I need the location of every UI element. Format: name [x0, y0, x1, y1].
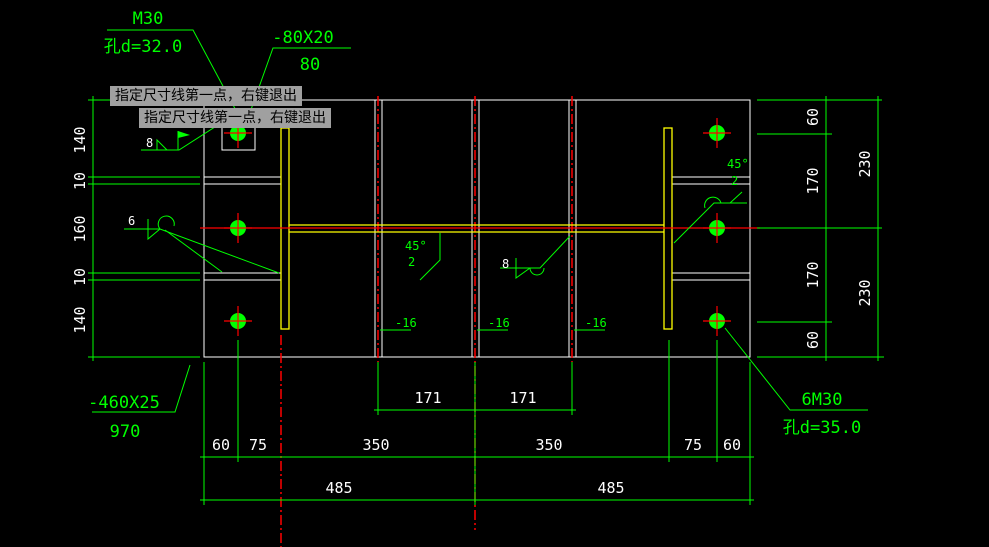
rib-plates: [204, 176, 750, 281]
dim-350-left: 350: [362, 436, 389, 454]
bolt-group-spec: 6M30: [802, 390, 843, 410]
stiffener-label-1: -16: [395, 316, 417, 330]
dim-75-right: 75: [684, 436, 702, 454]
dim-left-160: 160: [71, 215, 89, 242]
command-prompt-tooltip: 指定尺寸线第一点，右键退出: [110, 86, 302, 106]
dim-171-right: 171: [509, 389, 536, 407]
dim-right-230-top: 230: [856, 150, 874, 177]
right-dimensions: 60 170 170 60 230 230: [757, 96, 884, 361]
dim-left-140-top: 140: [71, 126, 89, 153]
stiffener-label-2: -16: [488, 316, 510, 330]
dim-right-170-top: 170: [804, 167, 822, 194]
anchor-bolts: [221, 116, 731, 336]
weld-angle-mid: 45°: [405, 239, 427, 253]
weld-symbol-mid: 8: [502, 257, 509, 271]
bolt-group-hole: 孔d=35.0: [783, 418, 861, 438]
stiffener-label-3: -16: [585, 316, 607, 330]
dim-350-right: 350: [535, 436, 562, 454]
dim-171-left: 171: [414, 389, 441, 407]
dim-60-right: 60: [723, 436, 741, 454]
bolt-top-hole: 孔d=32.0: [104, 37, 182, 57]
weld-symbol-top-left: 8: [146, 136, 153, 150]
plate-small-spec: -80X20: [272, 28, 333, 48]
dim-485-left: 485: [325, 479, 352, 497]
dim-right-170-bottom: 170: [804, 261, 822, 288]
left-dimensions: 140 10 160 10 140: [71, 96, 200, 361]
weld-symbol-left: 6: [128, 214, 135, 228]
dim-left-10-bottom: 10: [71, 268, 89, 286]
dim-right-230-bottom: 230: [856, 279, 874, 306]
dim-485-right: 485: [597, 479, 624, 497]
dim-right-60-bottom: 60: [804, 331, 822, 349]
weld-size-right: 2: [731, 174, 738, 188]
dim-60-left: 60: [212, 436, 230, 454]
annotations: M30 孔d=32.0 -80X20 80 8 6 -460X25 970 6M…: [88, 9, 868, 442]
dim-left-10-top: 10: [71, 172, 89, 190]
command-prompt-tooltip-ghost: 指定尺寸线第一点，右键退出: [139, 108, 331, 128]
column-section: [200, 127, 760, 547]
dim-75-left: 75: [249, 436, 267, 454]
bottom-dimensions: 171 171 60 75 350 350 75 60 485 485: [200, 340, 754, 505]
weld-angle-right: 45°: [727, 157, 749, 171]
weld-size-mid: 2: [408, 255, 415, 269]
bolt-top-spec: M30: [133, 9, 164, 29]
dim-right-60-top: 60: [804, 108, 822, 126]
base-plate-length: 970: [110, 422, 141, 442]
plate-small-length: 80: [300, 55, 320, 75]
base-plate-spec: -460X25: [88, 393, 160, 413]
dim-left-140-bottom: 140: [71, 306, 89, 333]
